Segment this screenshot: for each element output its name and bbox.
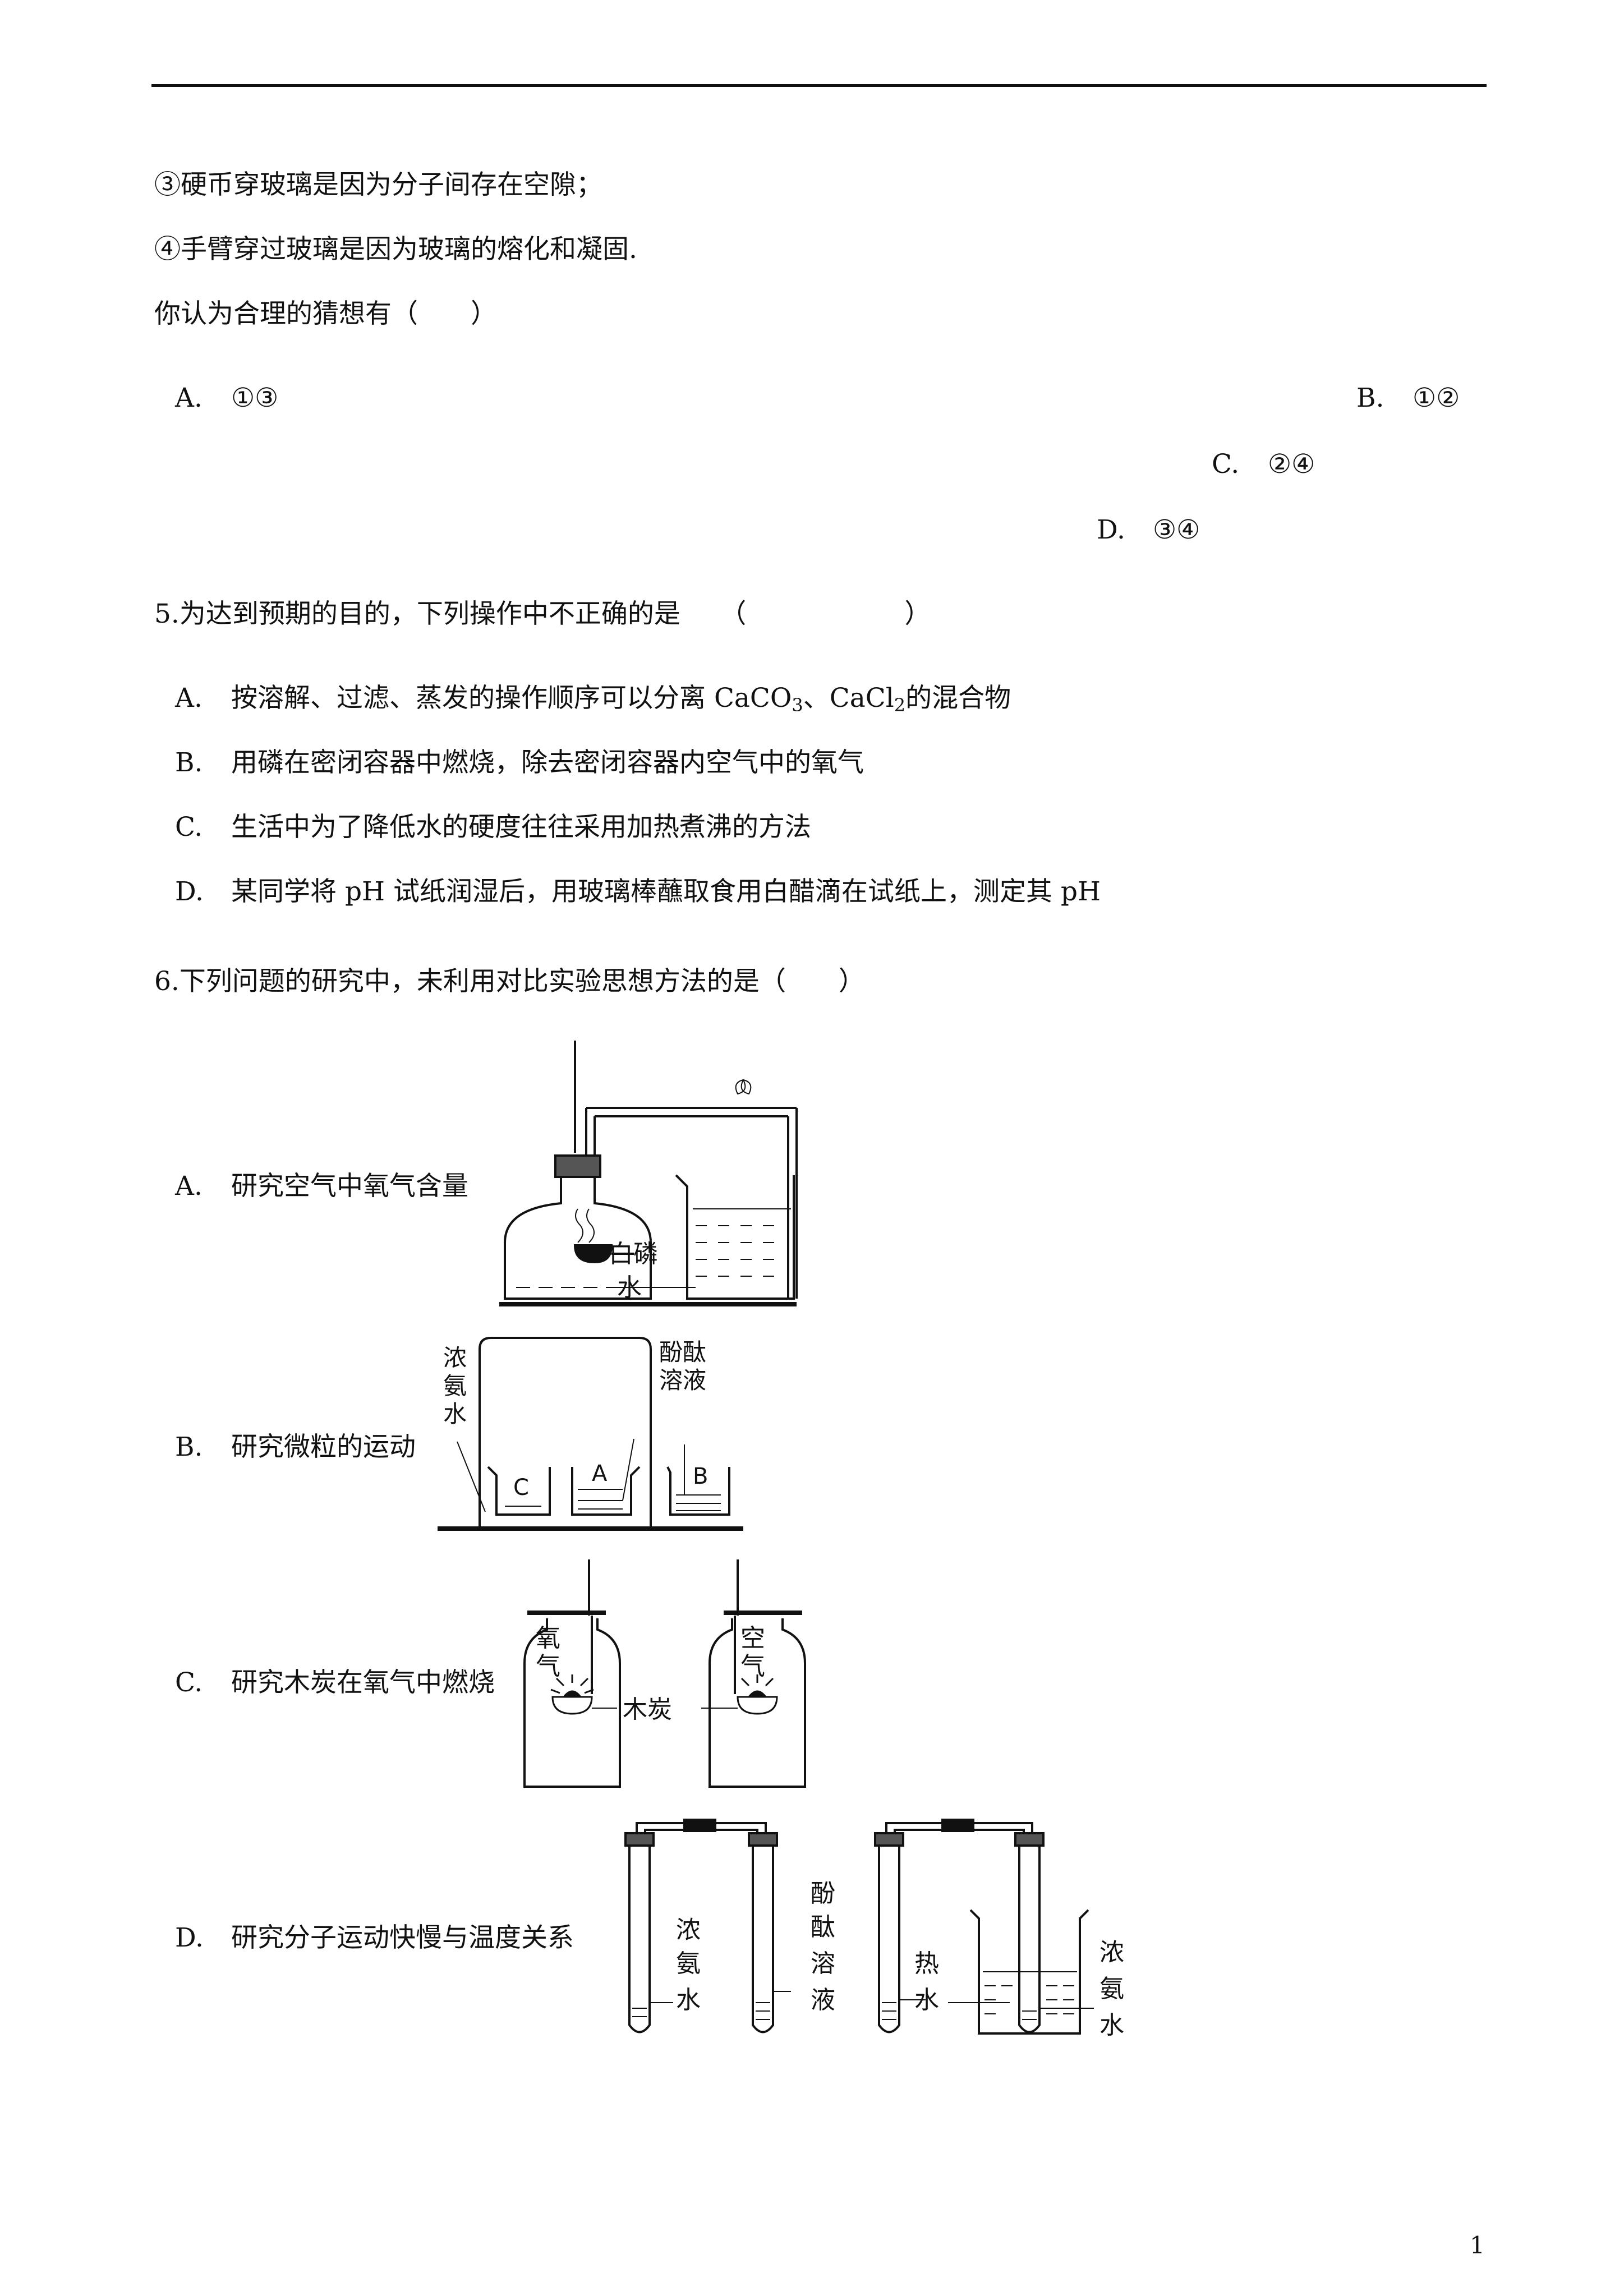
fig-c-label-qi2: 气: [740, 1652, 765, 1681]
fig-b-beaker-b: B: [693, 1464, 708, 1489]
figure-c-apparatus: 氧 气 空 气 木炭: [523, 1559, 806, 1788]
fig-d-label-nong-2: 浓: [1099, 1938, 1124, 1967]
q6-option-b[interactable]: B.研究微粒的运动: [175, 1432, 416, 1462]
figure-a-apparatus: 白磷 水: [499, 1041, 798, 1306]
fig-c-label-kong: 空: [740, 1624, 765, 1653]
q6-stem: 6.下列问题的研究中，未利用对比实验思想方法的是（ ）: [154, 966, 865, 997]
fig-d-label-fen: 酚: [811, 1879, 835, 1908]
figure-b-apparatus: 浓 氨 水 酚酞 溶液 C A B: [438, 1337, 743, 1531]
q5-option-a[interactable]: A.按溶解、过滤、蒸发的操作顺序可以分离 CaCO3、CaCl2的混合物: [175, 683, 1011, 716]
q4-option-d[interactable]: D.③④: [1097, 514, 1200, 545]
q5-option-d[interactable]: D.某同学将 pH 试纸润湿后，用玻璃棒蘸取食用白醋滴在试纸上，测定其 pH: [175, 876, 1101, 907]
fig-d-label-shui-1: 水: [676, 1986, 701, 2014]
fig-b-beaker-a: A: [592, 1461, 608, 1487]
fig-d-label-tai: 酞: [811, 1913, 835, 1941]
fig-d-label-rong: 溶: [811, 1949, 835, 1978]
fig-c-label-qi: 气: [536, 1652, 560, 1681]
figure-d-apparatus: 浓 氨 水 酚 酞 溶 液 热 水 浓 氨 水: [624, 1819, 1124, 2040]
fig-d-label-ye: 液: [811, 1986, 835, 2014]
q5-option-c[interactable]: C.生活中为了降低水的硬度往往采用加热煮沸的方法: [175, 812, 811, 843]
fig-b-label-shui: 水: [443, 1400, 467, 1428]
fig-d-label-an-1: 氨: [676, 1949, 701, 1978]
fig-b-beaker-c: C: [513, 1475, 529, 1501]
q6-option-d[interactable]: D.研究分子运动快慢与温度关系: [175, 1922, 574, 1953]
fig-b-label-phenolphthalein: 酚酞: [659, 1338, 706, 1366]
fig-b-label-an: 氨: [443, 1372, 467, 1400]
q5-stem: 5.为达到预期的目的，下列操作中不正确的是 （ ）: [154, 599, 931, 629]
q5-option-b[interactable]: B.用磷在密闭容器中燃烧，除去密闭容器内空气中的氧气: [175, 747, 864, 778]
fig-c-label-yang: 氧: [536, 1624, 560, 1653]
page-number: 1: [1470, 2231, 1485, 2259]
fig-b-label-solution: 溶液: [659, 1366, 706, 1394]
fig-a-label-water: 水: [617, 1273, 642, 1302]
fig-d-label-an-2: 氨: [1099, 1975, 1124, 2003]
header-rule: [151, 84, 1487, 87]
q4-option-b[interactable]: B.①②: [1356, 383, 1460, 413]
fig-d-label-re: 热: [914, 1949, 939, 1978]
q6-option-a[interactable]: A.研究空气中氧气含量: [175, 1171, 468, 1202]
fig-c-label-charcoal: 木炭: [623, 1695, 672, 1724]
q4-line-4: ④手臂穿过玻璃是因为玻璃的熔化和凝固.: [154, 234, 637, 265]
q6-option-c[interactable]: C.研究木炭在氧气中燃烧: [175, 1667, 495, 1698]
fig-a-label-phosphorus: 白磷: [609, 1240, 658, 1268]
fig-d-label-nong-1: 浓: [676, 1916, 701, 1944]
q4-option-c[interactable]: C.②④: [1212, 449, 1315, 480]
fig-b-label-nong: 浓: [443, 1344, 467, 1372]
fig-d-label-shui-hot: 水: [914, 1986, 939, 2014]
q4-line-3: ③硬币穿玻璃是因为分子间存在空隙；: [154, 169, 602, 200]
q4-option-a[interactable]: A.①③: [175, 383, 279, 413]
fig-d-label-shui-2: 水: [1099, 2011, 1124, 2040]
q4-prompt: 你认为合理的猜想有（ ）: [154, 298, 497, 329]
